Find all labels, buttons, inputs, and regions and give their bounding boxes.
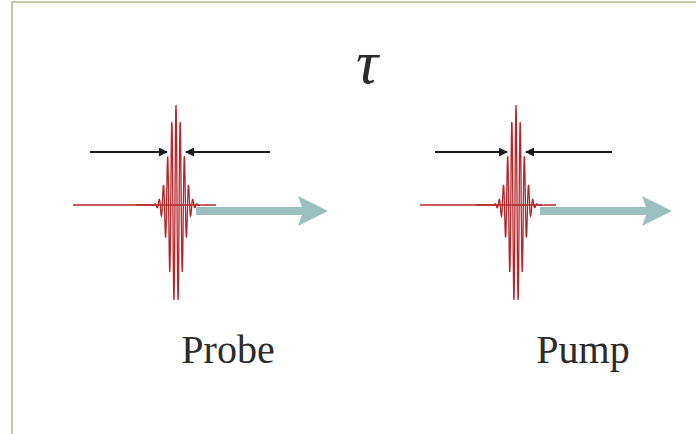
pulse-wave	[476, 105, 556, 300]
panel-border	[12, 2, 696, 434]
propagation-arrow	[540, 196, 672, 226]
pulses	[73, 105, 672, 300]
width-arrow	[435, 151, 507, 153]
propagation-arrow	[196, 196, 328, 226]
width-arrow	[186, 151, 270, 153]
pulse-label: Pump	[536, 330, 629, 370]
width-arrow	[526, 151, 612, 153]
delay-symbol: τ	[356, 31, 378, 93]
laser-pulse	[73, 105, 328, 300]
pulse-wave	[136, 105, 216, 300]
pulse-label: Probe	[181, 330, 274, 370]
width-arrow	[90, 151, 167, 153]
laser-pulse	[420, 105, 672, 300]
